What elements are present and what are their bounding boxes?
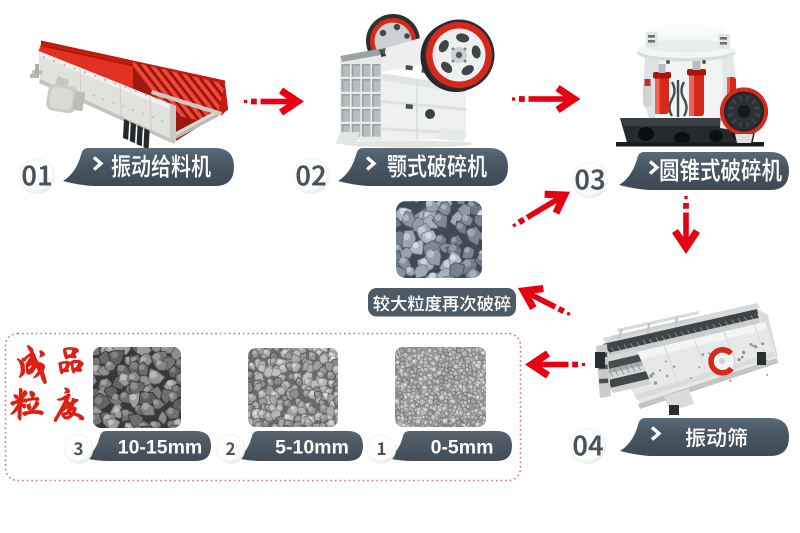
svg-text:10-15mm: 10-15mm <box>118 437 203 459</box>
svg-text:0-5mm: 0-5mm <box>431 437 494 459</box>
svg-text:5-10mm: 5-10mm <box>275 437 349 459</box>
